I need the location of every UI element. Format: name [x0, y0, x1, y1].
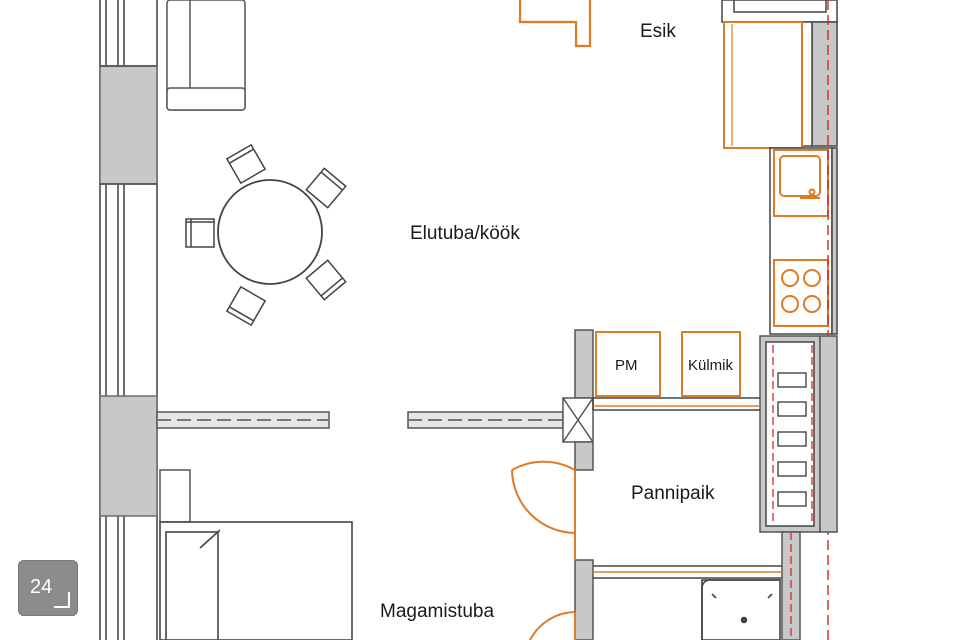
room-label-pannipaik: Pannipaik	[631, 483, 715, 504]
wall-column-upper	[99, 65, 158, 185]
wall-column-lower	[99, 395, 158, 517]
appliance-label-pm: PM	[615, 357, 638, 374]
dining-table	[217, 179, 323, 285]
page-badge[interactable]: 24	[18, 560, 78, 616]
door-bedroom	[529, 611, 576, 640]
interior-wall-horizontal	[156, 411, 564, 429]
utility-wall	[562, 329, 594, 640]
room-label-esik: Esik	[640, 21, 676, 42]
dining-chairs	[185, 143, 347, 327]
appliance-boxes	[595, 331, 741, 397]
wardrobe	[723, 21, 803, 149]
shower	[701, 579, 781, 640]
utility-wall-lines	[592, 397, 760, 411]
badge-label: 24	[30, 576, 53, 598]
bed	[159, 521, 353, 640]
entry-closet	[518, 0, 592, 48]
ventilation-shaft	[759, 0, 838, 640]
nightstand	[159, 469, 191, 523]
pannipaik-bottom-wall	[593, 565, 782, 579]
door-pannipaik	[511, 460, 576, 560]
appliance-label-kulmik: Külmik	[688, 357, 734, 374]
right-wall-upper	[721, 0, 838, 147]
sofa	[166, 0, 246, 111]
room-label-magamistuba: Magamistuba	[380, 601, 495, 622]
room-label-elutuba: Elutuba/köök	[410, 223, 520, 244]
corner-arrow-icon	[54, 592, 70, 608]
